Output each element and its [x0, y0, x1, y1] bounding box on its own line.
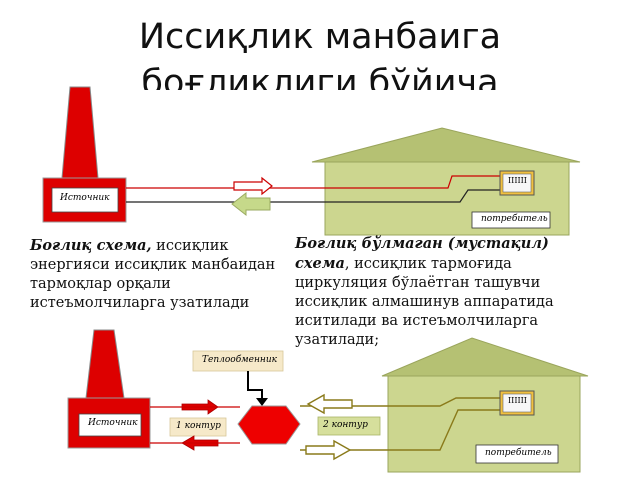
heat-exchanger — [237, 405, 301, 445]
chimney-top — [61, 86, 99, 179]
circuit1-label: 1 контур — [176, 421, 221, 431]
circuit2-supply-arrow — [305, 439, 352, 461]
circuit2-label-box — [317, 416, 381, 436]
circuit2-supply-pipe — [300, 397, 500, 407]
return-pipe-top — [126, 189, 500, 203]
circuit1-label-box — [169, 417, 227, 437]
circuit2-return-pipe — [300, 409, 500, 451]
dependent-scheme-term: Боғлиқ схема, — [30, 237, 152, 254]
independent-scheme-term: Боғлиқ бўлмаган (мустақил) схема — [295, 235, 549, 272]
source-label-box-bottom — [78, 413, 142, 437]
consumer-box-bottom — [475, 444, 559, 464]
radiator-label-bottom: IIIIII — [508, 396, 527, 405]
consumer-label-top: потребитель — [481, 214, 548, 224]
chimney-bottom — [85, 329, 125, 399]
dependent-scheme-text: иссиқлик энергияси иссиқлик манбаидан та… — [30, 238, 276, 311]
radiator-label-top: IIIIII — [508, 176, 527, 185]
circuit2-return-arrow — [306, 393, 353, 415]
title-line-1: Иссиқлик манбаига — [138, 17, 502, 57]
source-label-box-top — [51, 187, 119, 213]
heat-exchanger-label: Теплообменник — [202, 355, 278, 365]
return-arrow-top — [231, 191, 271, 217]
dependent-scheme-description: Боғлиқ схема, иссиқлик энергияси иссиқли… — [30, 236, 285, 313]
heat-exchanger-label-box — [192, 350, 284, 372]
source-label-bottom: Источник — [88, 418, 138, 428]
consumer-box-top — [471, 211, 551, 229]
independent-scheme-description: Боғлиқ бўлмаган (мустақил) схема, иссиқл… — [295, 234, 595, 350]
independent-scheme-text: , иссиқлик тармоғида циркуляция бўлаётга… — [295, 256, 554, 348]
page-title: Иссиқлик манбаига боғлиқлиги бўйича — [0, 14, 640, 90]
radiator-bottom-inner — [502, 393, 532, 413]
supply-pipe-top — [126, 175, 500, 189]
radiator-top-inner — [502, 173, 532, 193]
circuit2-label: 2 контур — [323, 420, 368, 430]
consumer-label-bottom: потребитель — [485, 448, 552, 458]
heat-exchanger-pointer — [247, 371, 263, 402]
supply-arrow-top — [233, 176, 273, 196]
heat-exchanger-pointer-head — [256, 398, 268, 406]
title-line-2: боғлиқлиги бўйича — [141, 63, 499, 90]
source-label-top: Источник — [60, 193, 110, 203]
house-top-roof — [311, 127, 581, 163]
